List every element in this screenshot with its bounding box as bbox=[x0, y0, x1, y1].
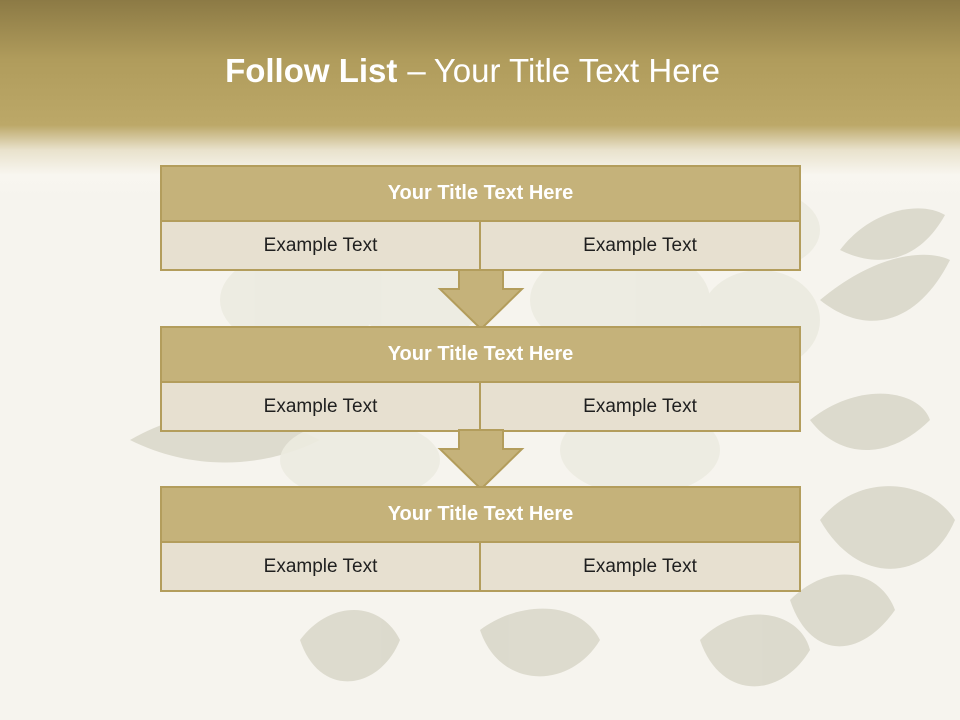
block-right-text: Example Text bbox=[479, 222, 801, 271]
down-arrow-icon bbox=[437, 269, 525, 331]
slide-title-rest: Your Title Text Here bbox=[433, 52, 720, 89]
block-title: Your Title Text Here bbox=[160, 486, 801, 543]
block-title: Your Title Text Here bbox=[160, 165, 801, 222]
list-block-2: Your Title Text Here Example Text Exampl… bbox=[160, 326, 801, 432]
block-right-text: Example Text bbox=[479, 383, 801, 432]
slide-title-separator: – bbox=[407, 52, 426, 89]
block-left-text: Example Text bbox=[160, 383, 481, 432]
list-block-3: Your Title Text Here Example Text Exampl… bbox=[160, 486, 801, 592]
block-left-text: Example Text bbox=[160, 222, 481, 271]
list-block-1: Your Title Text Here Example Text Exampl… bbox=[160, 165, 801, 271]
block-right-text: Example Text bbox=[479, 543, 801, 592]
slide-title-bold: Follow List bbox=[225, 52, 398, 89]
block-title: Your Title Text Here bbox=[160, 326, 801, 383]
slide-title: Follow List–Your Title Text Here bbox=[0, 52, 945, 90]
down-arrow-icon bbox=[437, 429, 525, 491]
block-left-text: Example Text bbox=[160, 543, 481, 592]
